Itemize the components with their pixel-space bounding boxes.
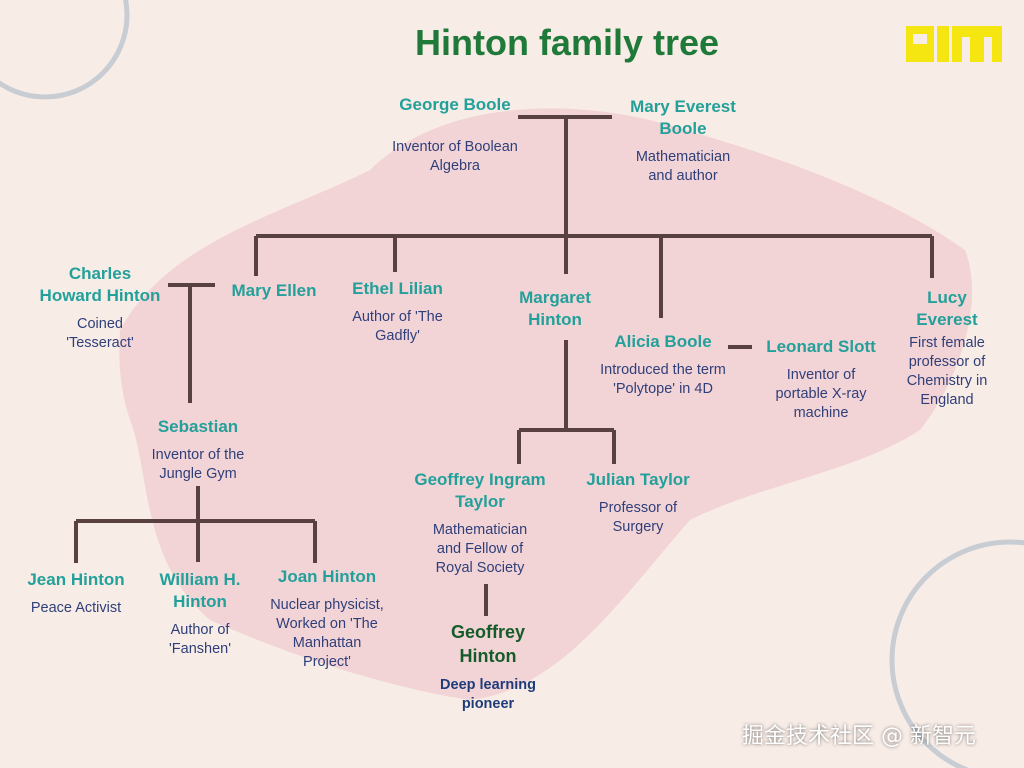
person-description: Coined 'Tesseract': [66, 316, 134, 351]
person-charles-howard-hinton: Charles Howard Hinton Coined 'Tesseract': [20, 263, 180, 353]
person-name: William H. Hinton: [159, 570, 241, 611]
person-description: Professor of Surgery: [598, 500, 678, 535]
person-name: Sebastian: [157, 417, 239, 436]
decor-circle-top-left: [0, 0, 130, 100]
page-title: Hinton family tree: [414, 22, 720, 63]
person-description: Deep learning pioneer: [440, 677, 536, 712]
person-description: Peace Activist: [30, 600, 122, 616]
connector-lines: [74, 115, 934, 616]
person-name: Charles Howard Hinton: [39, 264, 161, 305]
decor-circle-bottom-right: [889, 539, 1024, 768]
person-description: Inventor of the Jungle Gym: [151, 447, 245, 482]
person-description: Author of 'The Gadfly': [352, 309, 443, 344]
person-jean-hinton: Jean Hinton Peace Activist: [10, 569, 142, 618]
person-description: Nuclear physicist, Worked on 'The Manhat…: [270, 597, 384, 670]
person-name: Geoffrey Hinton: [450, 622, 526, 666]
person-sebastian: Sebastian Inventor of the Jungle Gym: [128, 416, 268, 484]
person-description: Mathematician and Fellow of Royal Societ…: [432, 522, 528, 576]
person-name: Leonard Slott: [766, 337, 876, 356]
person-description: Introduced the term 'Polytope' in 4D: [600, 362, 726, 397]
aim-logo: [906, 26, 1002, 62]
person-description: Author of 'Fanshen': [169, 622, 231, 657]
person-name: Mary Ellen: [231, 281, 317, 300]
person-description: First female professor of Chemistry in E…: [906, 335, 988, 408]
person-mary-ellen: Mary Ellen: [214, 280, 334, 302]
person-geoffrey-hinton: Geoffrey Hinton Deep learning pioneer: [418, 620, 558, 714]
background-brush-stroke: [119, 108, 973, 700]
person-julian-taylor: Julian Taylor Professor of Surgery: [568, 469, 708, 537]
person-ethel-lilian: Ethel Lilian Author of 'The Gadfly': [330, 278, 465, 346]
person-leonard-slott: Leonard Slott Inventor of portable X-ray…: [751, 336, 891, 423]
person-name: Alicia Boole: [614, 332, 712, 351]
person-alicia-boole: Alicia Boole Introduced the term 'Polyto…: [583, 331, 743, 399]
person-name: Geoffrey Ingram Taylor: [414, 470, 546, 511]
person-description: Inventor of Boolean Algebra: [392, 139, 518, 174]
person-description: Mathematician and author: [635, 149, 731, 184]
person-name: George Boole: [399, 95, 511, 114]
person-william-h-hinton: William H. Hinton Author of 'Fanshen': [140, 569, 260, 659]
person-mary-everest-boole: Mary Everest Boole Mathematician and aut…: [603, 96, 763, 186]
person-joan-hinton: Joan Hinton Nuclear physicist, Worked on…: [252, 566, 402, 672]
person-name: Julian Taylor: [586, 470, 690, 489]
person-lucy-everest: Lucy Everest First female professor of C…: [888, 287, 1006, 410]
person-name: Margaret Hinton: [519, 288, 591, 329]
person-george-boole: George Boole Inventor of Boolean Algebra: [375, 94, 535, 176]
watermark-text: 掘金技术社区 @ 新智元: [742, 724, 976, 749]
person-name: Mary Everest Boole: [630, 97, 736, 138]
person-geoffrey-ingram-taylor: Geoffrey Ingram Taylor Mathematician and…: [395, 469, 565, 578]
person-description: Inventor of portable X-ray machine: [775, 367, 867, 421]
person-name: Joan Hinton: [277, 567, 377, 586]
person-name: Lucy Everest: [916, 288, 978, 329]
person-name: Ethel Lilian: [352, 279, 443, 298]
person-margaret-hinton: Margaret Hinton: [495, 287, 615, 331]
person-name: Jean Hinton: [27, 570, 125, 589]
